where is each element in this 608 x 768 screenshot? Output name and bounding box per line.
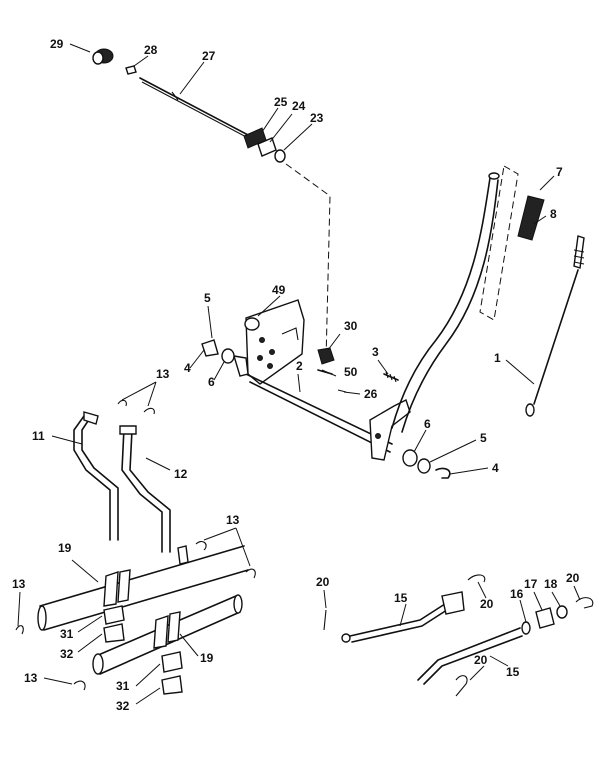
label-1: 1 — [494, 351, 501, 365]
clip-20-upper — [467, 574, 486, 583]
clip-4-right — [435, 467, 451, 479]
label-13-top: 13 — [156, 367, 170, 381]
handle-bracket — [369, 399, 411, 461]
rod-15-upper — [341, 591, 465, 643]
label-2: 2 — [296, 359, 303, 373]
label-13-right: 13 — [226, 513, 240, 527]
clip-13-left — [15, 625, 24, 635]
label-7: 7 — [556, 165, 563, 179]
label-12: 12 — [174, 467, 188, 481]
label-8: 8 — [550, 207, 557, 221]
label-11: 11 — [32, 429, 45, 443]
label-31-lower: 31 — [116, 679, 130, 693]
label-6-left: 6 — [208, 375, 215, 389]
label-3: 3 — [372, 345, 379, 359]
washer-18 — [556, 605, 568, 619]
lift-handle — [391, 172, 500, 433]
shaft-2 — [233, 355, 393, 453]
label-4-right: 4 — [492, 461, 499, 475]
label-49: 49 — [272, 283, 286, 297]
label-50: 50 — [344, 365, 358, 379]
bushing-5-left — [201, 339, 219, 357]
link-11 — [73, 411, 119, 541]
pin-3 — [383, 371, 399, 383]
label-23: 23 — [310, 111, 324, 125]
clip-20-far — [575, 597, 594, 609]
rod-27 — [139, 77, 253, 141]
yoke-19-lower — [153, 611, 181, 649]
yoke-19-upper — [103, 569, 131, 607]
label-29: 29 — [50, 37, 64, 51]
label-32-lower: 32 — [116, 699, 130, 713]
label-15-lower: 15 — [506, 665, 520, 679]
label-24: 24 — [292, 99, 306, 113]
label-16: 16 — [510, 587, 524, 601]
label-13-left: 13 — [12, 577, 26, 591]
bushing-16 — [521, 621, 531, 635]
label-20-upper: 20 — [480, 597, 494, 611]
knob-8-spring — [573, 235, 585, 269]
clip-20-left — [323, 609, 327, 631]
bushing-31-lower — [161, 651, 183, 673]
label-13-bottom: 13 — [24, 671, 38, 685]
label-5-left: 5 — [204, 291, 211, 305]
label-27: 27 — [202, 49, 216, 63]
label-30: 30 — [344, 319, 358, 333]
label-6-right: 6 — [424, 417, 431, 431]
bushing-31-upper — [103, 605, 125, 625]
bracket-24 — [257, 137, 277, 157]
label-20-far: 20 — [566, 571, 580, 585]
clip-13-top — [117, 399, 155, 415]
label-32-upper: 32 — [60, 647, 74, 661]
label-19-lower: 19 — [200, 651, 214, 665]
label-26: 26 — [364, 387, 378, 401]
rod-15-lower — [417, 627, 523, 685]
label-15-upper: 15 — [394, 591, 408, 605]
nut-30 — [317, 347, 335, 365]
washer-23 — [274, 149, 286, 163]
label-20-lower: 20 — [474, 653, 488, 667]
label-28: 28 — [144, 43, 158, 57]
nut-17 — [535, 607, 555, 629]
bushing-6-right — [402, 449, 418, 467]
label-17: 17 — [524, 577, 538, 591]
grip-7 — [517, 195, 545, 241]
leader-lines — [17, 43, 581, 705]
handle-grip-outline — [479, 165, 519, 321]
clip-13-bottom — [73, 680, 86, 691]
part-labels: 29 28 27 25 24 23 7 8 1 49 5 4 6 30 50 2… — [12, 37, 580, 713]
label-31-upper: 31 — [60, 627, 74, 641]
rod-1 — [525, 269, 579, 417]
label-4-left: 4 — [184, 361, 191, 375]
clip-13-right — [245, 568, 256, 579]
knob-29 — [92, 48, 114, 65]
label-25: 25 — [274, 95, 288, 109]
label-19-upper: 19 — [58, 541, 72, 555]
bushing-6-left — [221, 348, 235, 364]
label-5-right: 5 — [480, 431, 487, 445]
clip-20-lower — [455, 675, 468, 697]
bushing-32-upper — [103, 623, 125, 643]
label-18: 18 — [544, 577, 558, 591]
link-12 — [119, 425, 171, 553]
arm-tube-upper — [37, 541, 249, 631]
bushing-32-lower — [161, 675, 183, 695]
label-20-left: 20 — [316, 575, 330, 589]
nut-28 — [125, 65, 137, 75]
washer-5-right — [417, 458, 431, 474]
